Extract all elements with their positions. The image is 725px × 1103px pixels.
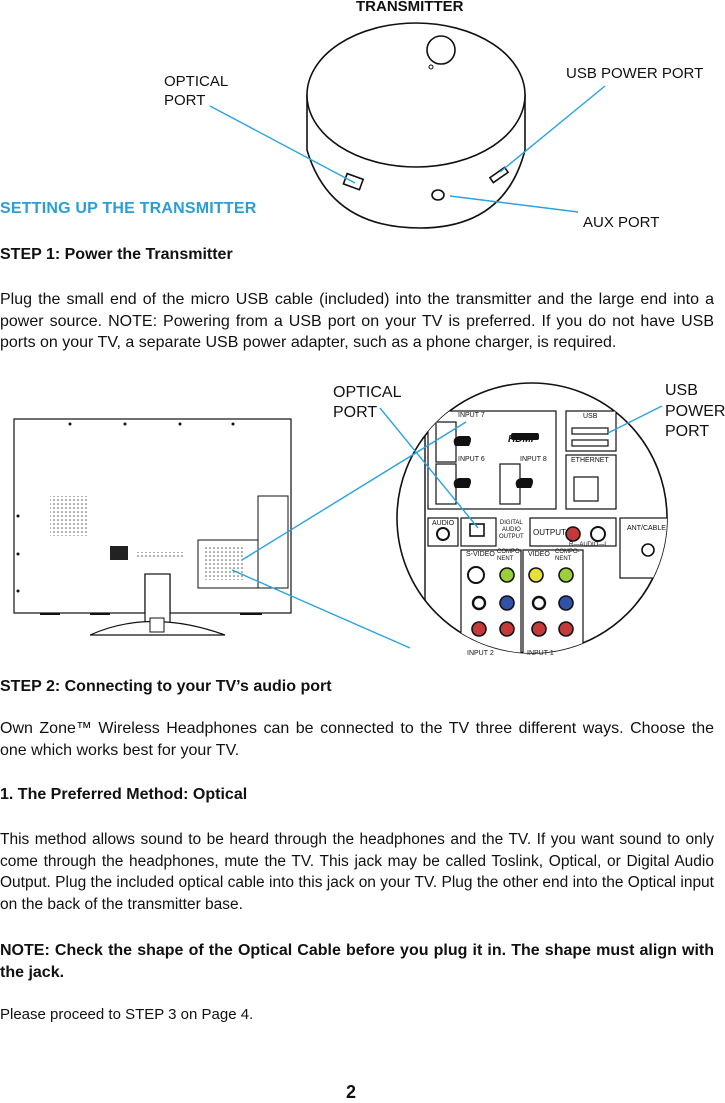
panel-label-nent-1: NENT xyxy=(555,556,572,562)
transmitter-title: TRANSMITTER xyxy=(356,0,464,15)
panel-label-digital: DIGITAL xyxy=(499,520,523,526)
usb-power-port-label-2: USB POWER PORT xyxy=(665,381,725,443)
tv-back-diagram xyxy=(13,382,668,654)
note-text: NOTE: Check the shape of the Optical Cab… xyxy=(0,942,714,981)
panel-label-r-audio-l: R—AUDIO—L xyxy=(569,542,608,548)
panel-label-output2: OUTPUT xyxy=(499,534,524,540)
panel-label-audio: AUDIO xyxy=(432,520,455,527)
transmitter-diagram xyxy=(209,22,606,229)
panel-label-input6: INPUT 6 xyxy=(458,456,485,463)
panel-label-compo-2: COMPO- xyxy=(497,549,522,555)
panel-label-output: OUTPUT xyxy=(533,528,566,537)
panel-label-video: VIDEO xyxy=(528,551,550,558)
panel-label-component-1: COMPO- NENT xyxy=(555,549,580,563)
usb-port-jack xyxy=(488,166,510,184)
method1-heading: 1. The Preferred Method: Optical xyxy=(0,786,248,803)
optical-port-label-2: OPTICAL PORT xyxy=(333,383,401,423)
panel-label-input7: INPUT 7 xyxy=(458,412,485,419)
panel-label-nent-2: NENT xyxy=(497,556,514,562)
panel-label-input1: INPUT 1 xyxy=(527,650,554,657)
panel-label-input2: INPUT 2 xyxy=(467,650,494,657)
usb-power-port-label-2-line2: POWER xyxy=(665,402,725,420)
usb-power-port-label: USB POWER PORT xyxy=(566,65,704,82)
aux-port-label: AUX PORT xyxy=(583,214,660,231)
optical-port-label-line2: PORT xyxy=(164,92,206,109)
step1-body: Plug the small end of the micro USB cabl… xyxy=(0,291,714,351)
step2-body: Own Zone™ Wireless Headphones can be con… xyxy=(0,720,714,759)
panel-label-compo-1: COMPO- xyxy=(555,549,580,555)
panel-label-input8: INPUT 8 xyxy=(520,456,547,463)
optical-port-label-2-line2: PORT xyxy=(333,404,378,421)
optical-port-label: OPTICAL PORT xyxy=(164,72,228,110)
panel-label-ethernet: ETHERNET xyxy=(571,457,609,464)
usb-power-port-label-2-line1: USB xyxy=(665,382,698,399)
panel-label-ant-cable: ANT/CABLE xyxy=(627,525,666,532)
optical-port-label-2-line1: OPTICAL xyxy=(333,384,402,401)
panel-label-s-video: S-VIDEO xyxy=(466,551,495,558)
usb-power-port-label-2-line3: PORT xyxy=(665,423,710,440)
aux-port-jack xyxy=(431,189,445,201)
method1-body: This method allows sound to be heard thr… xyxy=(0,831,714,913)
optical-port-label-line1: OPTICAL xyxy=(164,73,229,90)
panel-label-digital-audio-output: DIGITAL AUDIO OUTPUT xyxy=(499,520,524,541)
step2-heading: STEP 2: Connecting to your TV’s audio po… xyxy=(0,678,332,695)
panel-label-component-2: COMPO- NENT xyxy=(497,549,522,563)
proceed-text: Please proceed to STEP 3 on Page 4. xyxy=(0,1006,254,1023)
section-title: SETTING UP THE TRANSMITTER xyxy=(0,200,257,217)
step1-heading: STEP 1: Power the Transmitter xyxy=(0,246,233,263)
panel-label-audio2: AUDIO xyxy=(501,527,521,533)
panel-label-hdmi: HDMI xyxy=(508,434,534,445)
page-number: 2 xyxy=(346,1082,357,1102)
panel-label-usb: USB xyxy=(583,413,598,420)
